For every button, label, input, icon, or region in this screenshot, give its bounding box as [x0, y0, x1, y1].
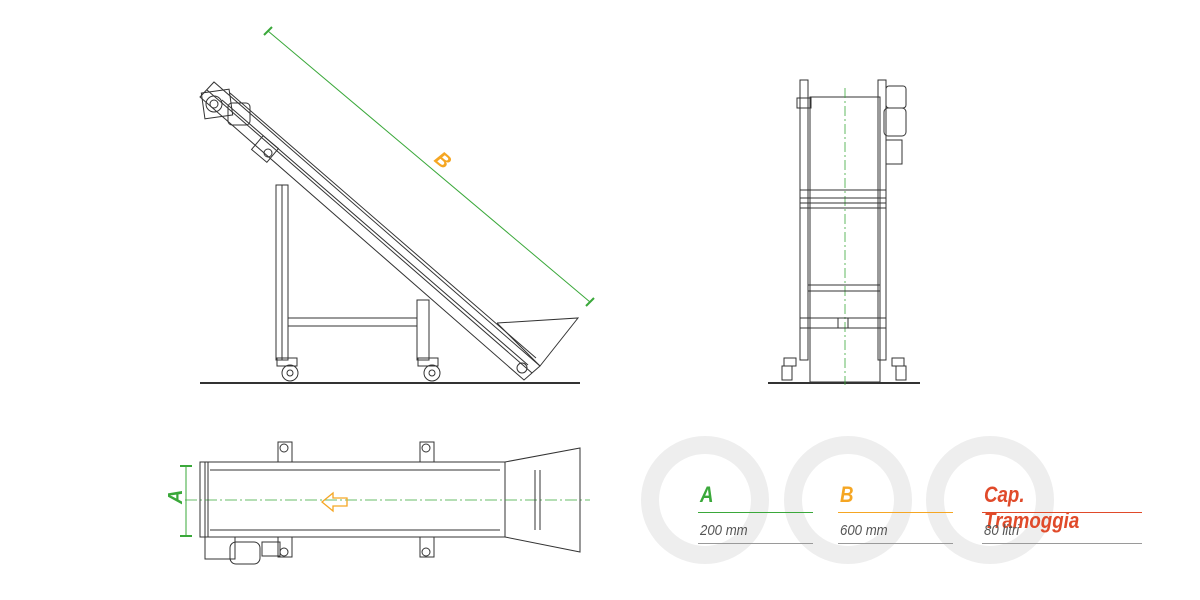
spec-value-hopper: 80 litri: [984, 522, 1020, 539]
belt-top: [204, 461, 506, 538]
spec-value-a: 200 mm: [700, 522, 748, 539]
spec-underline-b: [838, 543, 953, 544]
front-leg-side: [416, 299, 430, 361]
tail-pulley-side: [516, 362, 528, 374]
motor-circle-side: [205, 95, 223, 113]
side-view: [199, 81, 580, 384]
dimension-label-b: B: [430, 148, 455, 174]
front-view: [768, 79, 920, 385]
spec-rule-hopper: [982, 512, 1142, 513]
spec-underline-hopper: [982, 543, 1142, 544]
dimension-b-side: [263, 26, 595, 307]
spec-label-b: B: [840, 482, 854, 507]
spec-label-a: A: [700, 482, 714, 507]
motor-head-side: [200, 88, 234, 120]
spec-rings: [641, 436, 1054, 564]
motor-front: [885, 85, 907, 109]
hopper-side: [496, 317, 580, 367]
motor-top: [204, 536, 236, 560]
spec-card-b: B 600 mm: [838, 470, 988, 560]
direction-arrow-icon: [320, 491, 348, 513]
spec-value-b: 600 mm: [840, 522, 888, 539]
dimension-a-top: [180, 465, 192, 537]
wheel-rear-side: [281, 364, 299, 382]
spec-card-hopper: Cap. Tramoggia 80 litri: [982, 470, 1147, 560]
spec-card-a: A 200 mm: [698, 470, 848, 560]
frame-right-front: [877, 79, 887, 361]
frame-left-front: [799, 79, 809, 361]
wheel-front-side: [423, 364, 441, 382]
spec-underline-a: [698, 543, 813, 544]
dimension-label-a: A: [165, 490, 187, 505]
spec-rule-a: [698, 512, 813, 513]
top-view: [185, 441, 590, 565]
hopper-top: [504, 447, 581, 553]
spec-rule-b: [838, 512, 953, 513]
